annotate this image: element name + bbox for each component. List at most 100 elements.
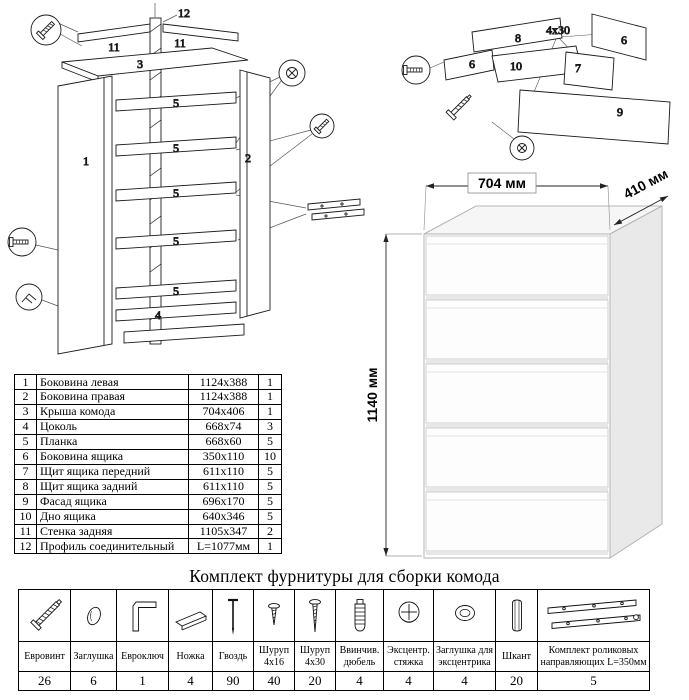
phillips-callout [278, 59, 306, 87]
euroscrew-icon [9, 237, 29, 247]
hardware-qty: 4 [335, 671, 384, 691]
drawer-facade [517, 89, 671, 145]
hardware-qty: 4 [433, 671, 496, 691]
hardware-icon-cell [335, 589, 384, 642]
part-label-back-a: 11 [108, 40, 120, 54]
part-name: Щит ящика передний [36, 463, 189, 480]
hardware-name: Евроключ [116, 641, 169, 672]
part-size: 696x170 [188, 493, 259, 510]
part-label-drawer-bottom: 10 [510, 59, 522, 73]
euroscrew-callout [7, 227, 37, 257]
part-qty: 1 [258, 374, 282, 390]
part-qty: 5 [258, 493, 282, 510]
plinth-bars [115, 301, 245, 344]
part-label-plank-b: 5 [173, 141, 179, 155]
hardware-qty: 6 [70, 671, 117, 691]
table-row: 4 Цоколь 668x74 3 [14, 418, 282, 435]
hex-key-icon [132, 601, 156, 631]
hardware-icons-row [18, 589, 650, 642]
hardware-icon-cell [537, 589, 650, 642]
product-view: 704 мм 410 мм 1140 мм [364, 168, 671, 559]
part-label-back-b: 11 [174, 36, 186, 50]
drawer-back [471, 17, 563, 53]
hardware-name: Шкант [495, 641, 538, 672]
right-side-panel [239, 69, 271, 319]
parts-table: 1 Боковина левая 1124x388 1 2 Боковина п… [14, 374, 282, 555]
foot-icon [174, 610, 207, 630]
part-name: Щит ящика задний [36, 478, 189, 495]
hardware-icon-cell [116, 589, 169, 642]
hardware-name: Шуруп 4x16 [253, 641, 295, 672]
hardware-qty: 1 [116, 671, 169, 691]
nail-icon [228, 598, 238, 635]
hardware-qty: 5 [537, 671, 650, 691]
part-label-plank-a: 5 [173, 96, 179, 110]
confirmat-screw-icon [445, 94, 472, 121]
table-row: 3 Крыша комода 704x406 1 [14, 403, 282, 420]
plank-d [115, 229, 237, 250]
hardware-qty-row: 26 6 1 4 90 40 20 4 4 4 20 5 [18, 671, 650, 691]
hardware-icon-cell [168, 589, 213, 642]
hardware-icon-cell [70, 589, 117, 642]
part-number: 12 [14, 538, 37, 555]
part-label-drawer-side-b: 6 [621, 33, 627, 47]
part-number: 6 [14, 448, 37, 465]
part-size: 1124x388 [188, 388, 259, 405]
width-dimension-label: 704 мм [478, 175, 526, 191]
screw-callout-right [309, 113, 335, 139]
part-qty: 2 [258, 523, 282, 540]
hardware-qty: 4 [168, 671, 213, 691]
hardware-icon-cell [495, 589, 538, 642]
hardware-qty: 26 [18, 671, 71, 691]
part-label-top: 3 [137, 57, 143, 71]
part-qty: 1 [258, 403, 282, 420]
top-panel [61, 47, 249, 83]
part-qty: 1 [258, 388, 282, 405]
hardware-icon-cell [253, 589, 295, 642]
screw-4x30-icon [309, 598, 321, 632]
hardware-qty: 4 [383, 671, 434, 691]
part-qty: 5 [258, 463, 282, 480]
phillips-callout [509, 135, 535, 161]
part-size: 1105x347 [188, 523, 259, 540]
part-number: 1 [14, 374, 37, 390]
part-number: 9 [14, 493, 37, 510]
part-qty: 3 [258, 418, 282, 435]
part-qty: 1 [258, 538, 282, 555]
part-size: L=1077мм [188, 538, 259, 555]
page-title: Комплект фурнитуры для сборки комода [189, 566, 500, 586]
hardware-names-row: Евровинт Заглушка Евроключ Ножка Гвоздь … [18, 641, 650, 672]
bracket-icon [21, 293, 37, 304]
part-size: 668x60 [188, 433, 259, 450]
screw-size-note: 4x30 [546, 23, 570, 37]
plank-e [115, 279, 237, 300]
hardware-name: Шуруп 4x30 [294, 641, 336, 672]
part-name: Боковина правая [36, 388, 189, 405]
hardware-name: Заглушка [70, 641, 117, 672]
part-size: 611x110 [188, 478, 259, 495]
part-number: 8 [14, 478, 37, 495]
cam-cap-icon [454, 604, 475, 621]
part-name: Боковина левая [36, 374, 189, 390]
part-number: 5 [14, 433, 37, 450]
table-row: 10 Дно ящика 640x346 5 [14, 508, 282, 525]
part-name: Планка [36, 433, 189, 450]
hardware-icon-cell [212, 589, 254, 642]
plank-b [115, 136, 237, 157]
hardware-qty: 90 [212, 671, 254, 691]
dim-width: 704 мм [423, 172, 611, 231]
drawer-side-right [591, 13, 647, 61]
cam-lock-icon [398, 601, 419, 623]
part-name: Цоколь [36, 418, 189, 435]
hardware-qty: 40 [253, 671, 295, 691]
height-dimension-label: 1140 мм [364, 368, 380, 423]
carcass-exploded-diagram: 12 11 11 3 1 2 5 5 5 5 5 4 [7, 3, 365, 355]
hardware-icon-cell [383, 589, 434, 642]
part-size: 611x110 [188, 463, 259, 480]
part-number: 11 [14, 523, 37, 540]
hardware-name: Евровинт [18, 641, 71, 672]
table-row: 8 Щит ящика задний 611x110 5 [14, 478, 282, 495]
part-label-drawer-front: 7 [575, 61, 581, 75]
screw-icon [35, 20, 56, 41]
